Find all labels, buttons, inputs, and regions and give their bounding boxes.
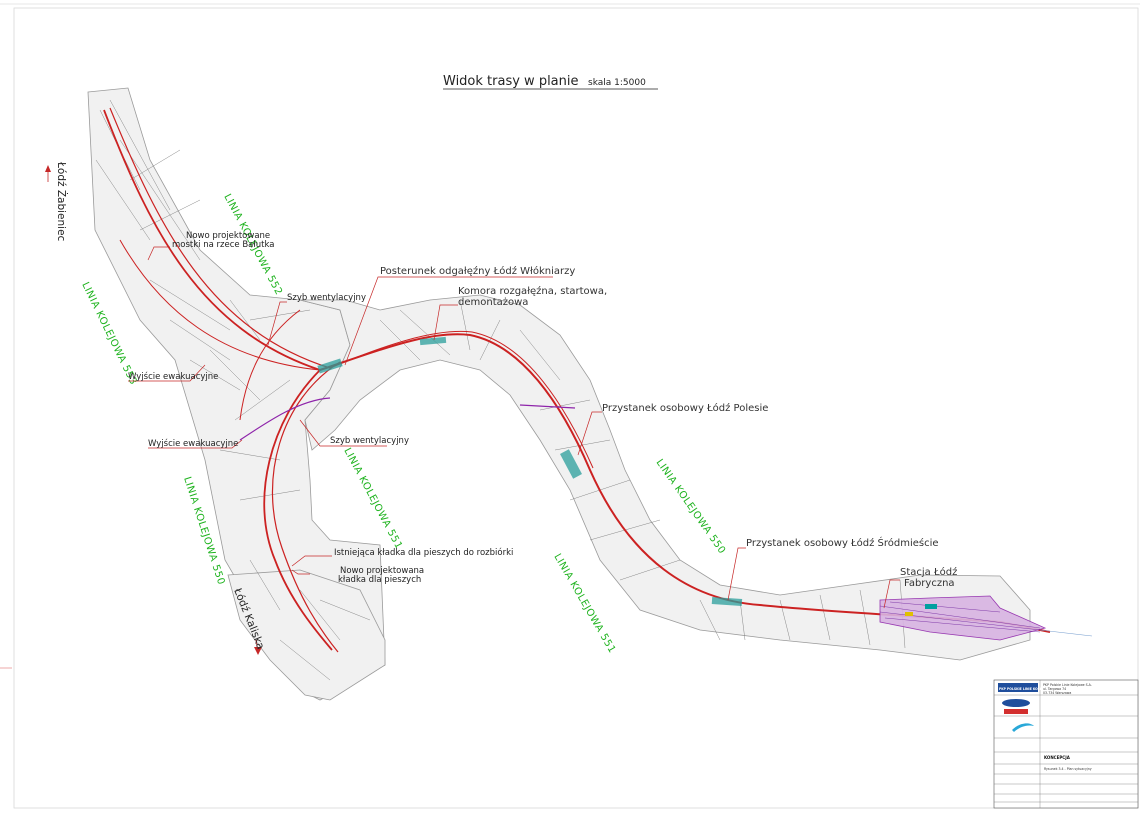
tb-address-3: 03-734 Warszawa <box>1043 691 1071 695</box>
arrow-up-icon <box>45 165 51 172</box>
label-szyb-1: Szyb wentylacyjny <box>287 293 366 303</box>
route-curve-east-link <box>239 309 301 421</box>
partner-logo-2 <box>1004 709 1028 714</box>
direction-arrows <box>45 165 262 655</box>
station-platforms <box>317 336 743 607</box>
label-wyjscie-2: Wyjście ewakuacyjne <box>148 438 238 449</box>
route-tunnel <box>103 107 1051 653</box>
leader-mostki <box>147 246 170 261</box>
route-connector-purple <box>239 397 331 441</box>
label-kladka-nowa-1: Nowo projektowana <box>340 566 424 576</box>
fabryczna-footprint <box>879 595 1047 641</box>
fabryczna-highlight-b <box>905 612 913 616</box>
fabryczna-station-complex <box>879 595 1093 641</box>
sheet-frame <box>13 7 1139 809</box>
label-polesie: Przystanek osobowy Łódź Polesie <box>602 402 768 414</box>
leader-szyb2 <box>299 419 387 447</box>
label-kladka-nowa-2: kładka dla pieszych <box>338 575 421 585</box>
label-fabryczna-1: Stacja Łódź <box>900 566 957 578</box>
plk-company-name: PKP POLSKIE LINIE KOLEJOWE S.A. <box>999 687 1059 691</box>
partner-logo-1 <box>1002 699 1030 707</box>
label-mostki-2: mostki na rzece Bałutka <box>172 240 274 250</box>
plan-scale: skala 1:5000 <box>588 78 646 88</box>
route-branch-zabieniec-a <box>103 109 321 371</box>
direction-zabieniec: Łódź Żabieniec <box>55 161 68 242</box>
leader-srodmiescie <box>727 547 746 601</box>
tb-stage: KONCEPCJA <box>1044 755 1071 760</box>
leader-szyb1 <box>267 301 287 346</box>
tb-address-1: PKP Polskie Linie Kolejowe S.A. <box>1043 683 1092 687</box>
tb-drawing: Rysunek 3.4 - Plan sytuacyjny <box>1044 767 1092 771</box>
platform-srodmiescie <box>711 596 743 607</box>
label-posterunek: Posterunek odgałęźny Łódź Włókniarzy <box>380 265 575 277</box>
label-srodmiescie: Przystanek osobowy Łódź Śródmieście <box>746 536 939 549</box>
leader-komora <box>433 304 458 341</box>
route-main <box>319 333 1051 633</box>
platform-wlokniarzy <box>317 358 343 374</box>
label-szyb-2: Szyb wentylacyjny <box>330 436 409 446</box>
route-connector-purple-2 <box>519 404 576 409</box>
route-branch-zabieniec-b <box>109 107 331 369</box>
route-curve-west <box>119 239 321 371</box>
leader-wyjscie2 <box>148 439 243 449</box>
route-main-b <box>329 330 594 469</box>
route-branch-kaliska-b <box>271 361 341 653</box>
route-tail-east <box>1039 629 1093 637</box>
leader-kladka-new <box>291 569 310 575</box>
callout-leaders <box>128 246 900 609</box>
map-strip-south-block <box>227 569 386 701</box>
label-komora-2: demontażowa <box>458 297 528 308</box>
map-strip-north <box>87 87 386 701</box>
fabryczna-tracks <box>879 601 1041 633</box>
label-kladka-istniejaca: Istniejąca kładka dla pieszych do rozbió… <box>334 547 513 558</box>
tb-address-2: ul. Targowa 74 <box>1043 687 1066 691</box>
label-fabryczna-2: Fabryczna <box>904 578 955 589</box>
fabryczna-highlight-a <box>925 604 937 609</box>
plk-logo <box>998 683 1038 692</box>
label-wyjscie-1: Wyjście ewakuacyjne <box>128 371 218 382</box>
line-label-551a: LINIA KOLEJOWA 551 <box>341 446 404 551</box>
arrow-down-icon <box>254 647 262 655</box>
platform-komora <box>419 336 447 346</box>
leader-kladka-ist <box>291 555 332 567</box>
title-block: PKP POLSKIE LINIE KOLEJOWE S.A. PKP Pols… <box>993 679 1139 809</box>
leader-fabryczna <box>883 579 900 609</box>
label-komora-1: Komora rozgałęźna, startowa, <box>458 285 607 297</box>
plan-title: Widok trasy w planie <box>443 74 579 89</box>
platform-polesie <box>560 449 582 479</box>
leader-posterunek <box>344 276 553 366</box>
partner-logo-3 <box>1012 723 1034 732</box>
leader-wyjscie1 <box>128 364 206 382</box>
route-branch-kaliska-a <box>263 369 333 651</box>
label-mostki-1: Nowo projektowane <box>186 231 270 241</box>
leader-polesie <box>577 411 602 456</box>
